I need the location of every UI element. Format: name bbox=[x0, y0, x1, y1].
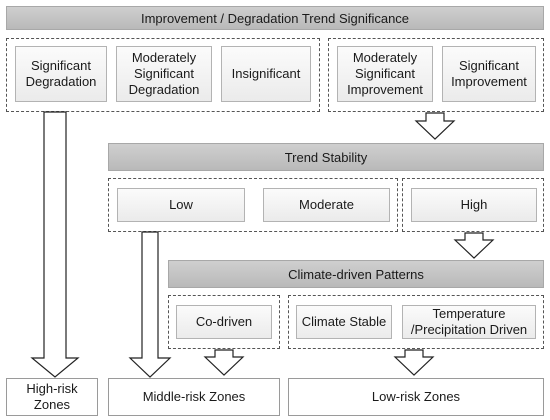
box-co-driven: Co-driven bbox=[176, 305, 272, 339]
group-degradation bbox=[6, 38, 320, 112]
box-significant-degradation: Significant Degradation bbox=[15, 46, 107, 102]
header-trend-stability: Trend Stability bbox=[108, 143, 544, 171]
group-co-driven bbox=[168, 295, 280, 349]
zone-low-risk: Low-risk Zones bbox=[288, 378, 544, 416]
zone-middle-risk: Middle-risk Zones bbox=[108, 378, 280, 416]
arrow-co-driven-to-middle-risk bbox=[203, 349, 245, 376]
box-temperature-precipitation-driven: Temperature /Precipitation Driven bbox=[402, 305, 536, 339]
group-climate-stable-and-driven bbox=[288, 295, 544, 349]
header-climate-patterns: Climate-driven Patterns bbox=[168, 260, 544, 288]
box-moderately-significant-improvement: Moderately Significant Improvement bbox=[337, 46, 433, 102]
box-significant-improvement: Significant Improvement bbox=[442, 46, 536, 102]
box-insignificant: Insignificant bbox=[221, 46, 311, 102]
box-stability-high: High bbox=[411, 188, 537, 222]
arrow-high-to-climate bbox=[453, 232, 495, 259]
box-stability-low: Low bbox=[117, 188, 245, 222]
box-moderately-significant-degradation: Moderately Significant Degradation bbox=[116, 46, 212, 102]
group-low-moderate-stability bbox=[108, 178, 398, 232]
box-stability-moderate: Moderate bbox=[263, 188, 390, 222]
arrow-climate-to-low-risk bbox=[393, 349, 435, 376]
group-improvement bbox=[328, 38, 544, 112]
header-trend-significance: Improvement / Degradation Trend Signific… bbox=[6, 6, 544, 30]
group-high-stability bbox=[402, 178, 544, 232]
arrow-to-high-risk bbox=[30, 111, 80, 378]
arrow-low-to-middle-risk bbox=[128, 231, 172, 378]
box-climate-stable: Climate Stable bbox=[296, 305, 392, 339]
arrow-improvement-to-stability bbox=[414, 112, 456, 140]
zone-high-risk: High-risk Zones bbox=[6, 378, 98, 416]
